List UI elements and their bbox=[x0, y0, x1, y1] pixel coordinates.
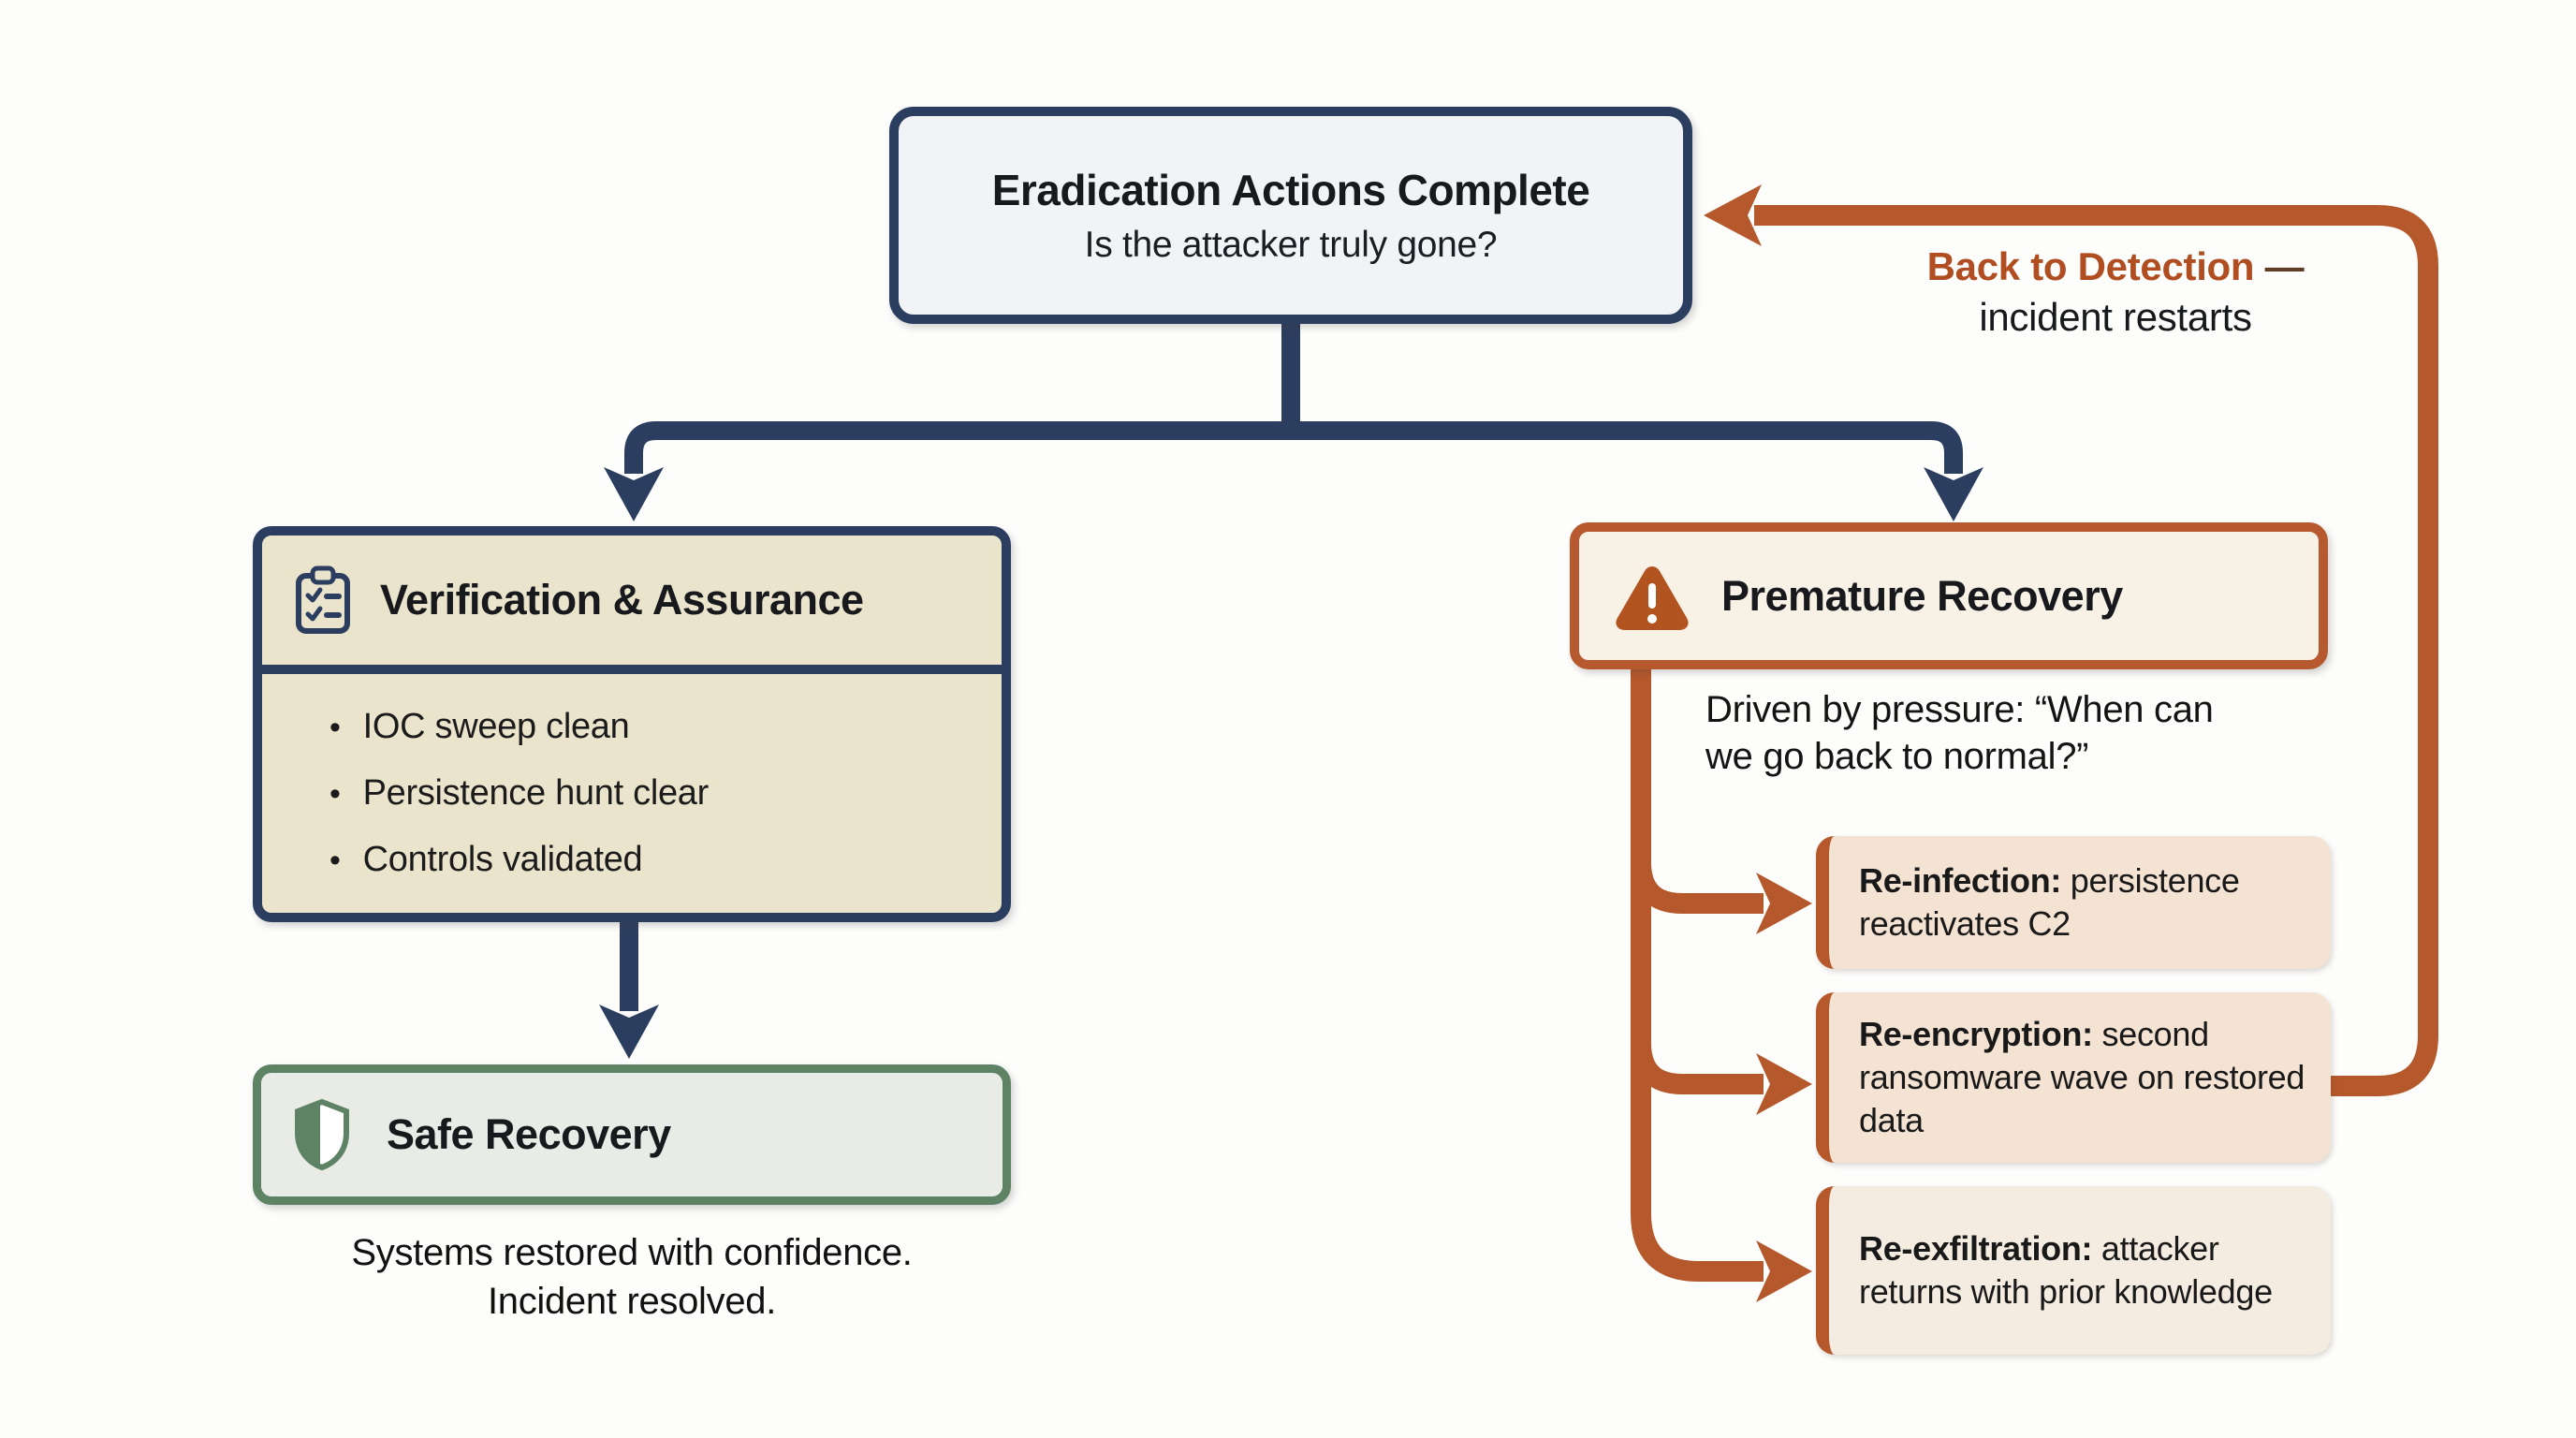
back-label-dash: — bbox=[2254, 244, 2305, 288]
shield-icon bbox=[295, 1098, 349, 1171]
back-label-main: Back to Detection bbox=[1926, 244, 2255, 288]
arrowhead-to-premature bbox=[1924, 467, 1983, 521]
node-premature-recovery: Premature Recovery bbox=[1570, 522, 2328, 669]
bullet-icon: • bbox=[329, 776, 341, 812]
verification-checklist: • IOC sweep clean • Persistence hunt cle… bbox=[262, 674, 1002, 913]
caption-line: Systems restored with confidence. bbox=[351, 1232, 913, 1273]
node-title: Eradication Actions Complete bbox=[991, 166, 1590, 214]
risk-rest: attacker returns with prior knowledge bbox=[1859, 1229, 2273, 1311]
risk-reexfiltration: Re-exfiltration: attacker returns with p… bbox=[1816, 1186, 2331, 1355]
checklist-item: • Persistence hunt clear bbox=[329, 773, 1002, 814]
node-subtitle: Is the attacker truly gone? bbox=[1084, 225, 1498, 265]
connector-root-branch bbox=[624, 322, 1963, 474]
checklist-item: • Controls validated bbox=[329, 840, 1002, 880]
arrowhead-to-verification bbox=[604, 467, 664, 521]
bullet-icon: • bbox=[329, 843, 341, 878]
back-to-detection-label: Back to Detection — incident restarts bbox=[1816, 242, 2415, 343]
note-line: we go back to normal?” bbox=[1705, 736, 2089, 777]
premature-pressure-note: Driven by pressure: “When can we go back… bbox=[1705, 686, 2305, 780]
risk-reinfection: Re-infection: persistence reactivates C2 bbox=[1816, 836, 2331, 969]
note-line: Driven by pressure: “When can bbox=[1705, 689, 2214, 730]
connector-feedback-loop bbox=[1754, 205, 2438, 1096]
node-eradication-complete: Eradication Actions Complete Is the atta… bbox=[889, 107, 1692, 324]
caption-line: Incident resolved. bbox=[487, 1281, 777, 1322]
arrowhead-back-to-root bbox=[1704, 184, 1762, 246]
node-safe-recovery: Safe Recovery bbox=[253, 1064, 1011, 1205]
risk-rest: second ransomware wave on restored data bbox=[1859, 1015, 2305, 1139]
arrowhead-to-reinfection bbox=[1756, 873, 1812, 934]
verification-header: Verification & Assurance bbox=[262, 536, 1002, 665]
risk-rest: persistence reactivates C2 bbox=[1859, 861, 2240, 943]
warning-triangle-icon bbox=[1616, 565, 1689, 630]
checklist-item-label: IOC sweep clean bbox=[362, 707, 630, 746]
arrowhead-to-safe bbox=[599, 1005, 659, 1059]
checklist-item: • IOC sweep clean bbox=[329, 707, 1002, 747]
checklist-item-label: Controls validated bbox=[362, 840, 643, 879]
risk-lead: Re-exfiltration: bbox=[1859, 1229, 2093, 1268]
connector-premature-risks bbox=[1631, 668, 1764, 1282]
verification-divider bbox=[262, 665, 1002, 674]
risk-lead: Re-encryption: bbox=[1859, 1015, 2093, 1053]
risk-reencryption: Re-encryption: second ransomware wave on… bbox=[1816, 992, 2331, 1163]
risk-text: Re-exfiltration: attacker returns with p… bbox=[1859, 1227, 2312, 1313]
checklist-clipboard-icon bbox=[296, 565, 350, 634]
risk-text: Re-encryption: second ransomware wave on… bbox=[1859, 1013, 2312, 1142]
bullet-icon: • bbox=[329, 710, 341, 745]
verification-title: Verification & Assurance bbox=[380, 576, 864, 624]
back-label-sub: incident restarts bbox=[1979, 295, 2252, 339]
risk-lead: Re-infection: bbox=[1859, 861, 2062, 900]
safe-recovery-title: Safe Recovery bbox=[387, 1110, 671, 1158]
back-label-line1: Back to Detection — bbox=[1816, 242, 2415, 292]
premature-recovery-title: Premature Recovery bbox=[1721, 571, 2123, 620]
arrowhead-to-reencryption bbox=[1756, 1053, 1812, 1115]
checklist-item-label: Persistence hunt clear bbox=[362, 773, 710, 813]
node-verification-assurance: Verification & Assurance • IOC sweep cle… bbox=[253, 526, 1011, 922]
safe-recovery-caption: Systems restored with confidence. Incide… bbox=[253, 1228, 1011, 1326]
risk-text: Re-infection: persistence reactivates C2 bbox=[1859, 859, 2312, 946]
arrowhead-to-reexfiltration bbox=[1756, 1240, 1812, 1302]
